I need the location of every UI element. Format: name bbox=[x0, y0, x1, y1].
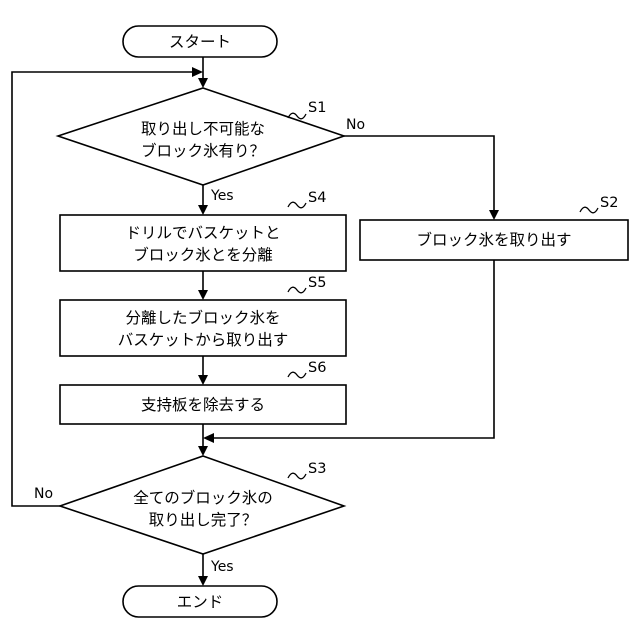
s6-text: 支持板を除去する bbox=[141, 396, 265, 414]
s3-yes-label: Yes bbox=[210, 559, 234, 575]
s4-step-label: S4 bbox=[308, 190, 326, 206]
s5-line2: バスケットから取り出す bbox=[118, 331, 289, 349]
connector-s1-no-to-s2 bbox=[344, 136, 494, 216]
s1-yes-label: Yes bbox=[210, 188, 234, 204]
s1-line2: ブロック氷有り？ bbox=[141, 141, 265, 160]
arrowhead-loop bbox=[192, 67, 203, 77]
arrowhead-merge bbox=[203, 433, 214, 443]
arrowhead-s4 bbox=[198, 205, 208, 215]
s4-step-tick bbox=[288, 202, 306, 208]
s5-line1: 分離したブロック氷を bbox=[125, 308, 280, 327]
start-label: スタート bbox=[169, 33, 231, 51]
arrowhead-end bbox=[198, 576, 208, 586]
decision-s3: 全てのブロック氷の 取り出し完了？ S3 bbox=[60, 456, 344, 554]
s3-line1: 全てのブロック氷の bbox=[133, 488, 273, 507]
s3-step-tick bbox=[288, 473, 306, 479]
arrowhead-s3 bbox=[198, 446, 208, 456]
arrowhead-s2 bbox=[489, 210, 499, 220]
s4-line1: ドリルでバスケットと bbox=[125, 224, 280, 242]
end-terminal: エンド bbox=[123, 586, 277, 617]
s3-no-label: No bbox=[34, 486, 53, 502]
end-label: エンド bbox=[177, 593, 224, 611]
s5-step-label: S5 bbox=[308, 275, 326, 291]
s3-line2: 取り出し完了？ bbox=[149, 511, 258, 529]
s2-step-tick bbox=[580, 207, 598, 213]
arrowhead-s5 bbox=[198, 290, 208, 300]
s3-step-label: S3 bbox=[308, 461, 326, 477]
s1-no-label: No bbox=[346, 117, 365, 133]
s1-step-label: S1 bbox=[308, 100, 326, 116]
s2-step-label: S2 bbox=[600, 195, 618, 211]
start-terminal: スタート bbox=[123, 26, 277, 57]
s5-step-tick bbox=[288, 287, 306, 293]
s2-text: ブロック氷を取り出す bbox=[416, 230, 571, 249]
arrowhead-s1 bbox=[198, 78, 208, 88]
s6-step-label: S6 bbox=[308, 360, 326, 376]
s4-line2: ブロック氷とを分離 bbox=[133, 245, 273, 264]
s6-step-tick bbox=[288, 372, 306, 378]
decision-s1: 取り出し不可能な ブロック氷有り？ S1 bbox=[58, 88, 344, 185]
arrowhead-s6 bbox=[198, 375, 208, 385]
s1-line1: 取り出し不可能な bbox=[141, 120, 265, 138]
